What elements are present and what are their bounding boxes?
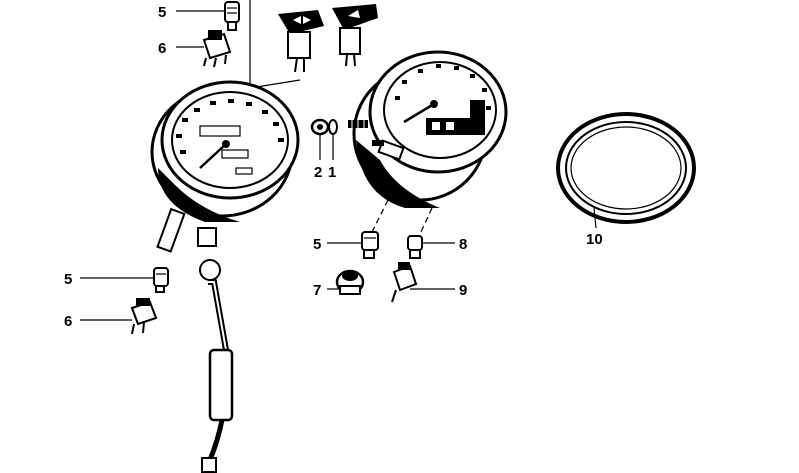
speedometer-left [150, 80, 300, 222]
callout-1: 1 [328, 164, 336, 181]
callout-8: 8 [459, 236, 467, 253]
socket-part-6-lower-left [130, 298, 158, 335]
callout-6-left: 6 [64, 313, 72, 330]
callout-7: 7 [313, 282, 321, 299]
callout-5-right: 5 [313, 236, 321, 253]
callout-10: 10 [586, 231, 603, 248]
callout-5-left: 5 [64, 271, 72, 288]
bulb-part-5-top [224, 1, 240, 31]
nut-part-2 [310, 118, 330, 136]
callout-6-top: 6 [158, 40, 166, 57]
callout-5-top: 5 [158, 4, 166, 21]
socket-part-6-top [202, 30, 232, 68]
indicator-lamps-group [249, 0, 378, 89]
washer-part-1 [328, 119, 338, 135]
callout-2: 2 [314, 164, 322, 181]
bulb-part-5-lower-left [153, 267, 169, 293]
screw-part [348, 120, 368, 128]
tachometer-right [352, 50, 508, 208]
speedometer-cable [156, 207, 234, 473]
bulb-part-8 [407, 235, 423, 259]
leader-lines [80, 10, 597, 321]
callout-9: 9 [459, 282, 467, 299]
bulb-part-5-lower-right [361, 231, 379, 259]
socket-part-9 [391, 262, 418, 303]
sealing-ring-part-10 [556, 112, 696, 224]
holder-part-7 [335, 269, 365, 295]
